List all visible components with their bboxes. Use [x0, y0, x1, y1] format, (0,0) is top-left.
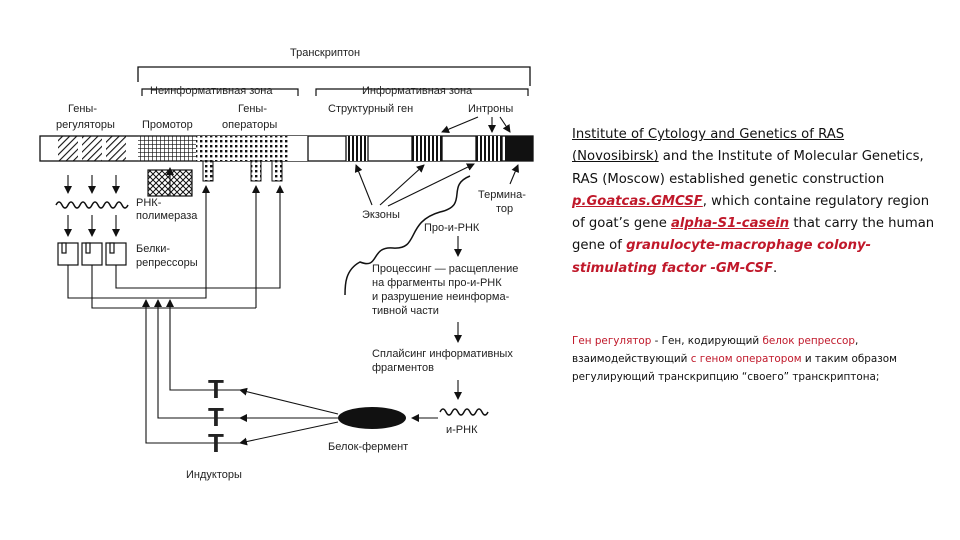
definition-repressor: белок репрессор	[762, 335, 856, 347]
regulator-gene-1	[58, 136, 78, 161]
promoter-block	[138, 136, 196, 161]
regulator-arrows	[64, 175, 120, 194]
gene-name: alpha-S1-casein	[671, 216, 790, 232]
splicing-line-1: Сплайсинг информативных	[372, 348, 513, 360]
institute-link-2[interactable]: (Novosibirsk)	[572, 149, 659, 165]
label-operator-genes-1: Гены-	[238, 103, 267, 115]
label-exons: Экзоны	[362, 209, 400, 221]
definition-text-3: и таким образом регулирующий транскрипци…	[572, 353, 897, 383]
label-introns: Интроны	[468, 103, 513, 115]
label-regulator-genes-2: регуляторы	[56, 119, 115, 131]
inducer-glyph-1: T	[208, 374, 224, 404]
label-rna-polymerase-1: РНК-	[136, 197, 162, 209]
label-noninfo-zone: Неинформативная зона	[150, 85, 273, 97]
splicing-line-2: фрагментов	[372, 362, 434, 374]
english-description: Institute of Cytology and Genetics of RA…	[572, 124, 942, 280]
label-protein-enzyme: Белок-фермент	[328, 441, 408, 453]
label-structural-gene: Структурный ген	[328, 103, 413, 115]
noninfo-brace	[141, 88, 299, 96]
terminator-block	[505, 136, 533, 161]
gene-regulation-diagram: Транскриптон Неинформативная зона Информ…	[39, 47, 534, 481]
label-terminator-1: Термина-	[478, 189, 526, 201]
enzyme-to-inducer-arrows	[239, 387, 339, 446]
definition-text-2: , взаимодействующий	[572, 335, 859, 365]
exon-3	[476, 136, 502, 161]
processing-line-3: и разрушение неинформа-	[372, 291, 510, 303]
protein-enzyme-ellipse	[338, 407, 406, 429]
desc-text-2: , which containe regulatory region of go…	[572, 193, 930, 232]
exon-2	[412, 136, 442, 161]
repressor-proteins	[57, 242, 127, 266]
label-pro-mrna: Про-и-РНК	[424, 222, 480, 234]
russian-definition: Ген регулятор - Ген, кодирующий белок ре…	[572, 332, 942, 386]
desc-text-end: .	[773, 260, 778, 276]
regulator-gene-2	[82, 136, 102, 161]
label-promoter: Промотор	[142, 119, 193, 131]
label-repressors-2: репрессоры	[136, 257, 198, 269]
repressor-feedback-lines	[67, 185, 284, 309]
inducer-glyph-3: T	[208, 428, 224, 458]
regulator-arrows-2	[64, 215, 120, 237]
institute-link-1[interactable]: Institute of Cytology and Genetics of RA…	[572, 127, 845, 142]
terminator-arrow	[509, 164, 519, 185]
spacer-block	[288, 136, 308, 161]
label-regulator-genes-1: Гены-	[68, 103, 97, 115]
info-brace	[315, 88, 529, 96]
intron-arrows	[441, 116, 511, 133]
processing-line-2: на фрагменты про-и-РНК	[372, 277, 502, 289]
operator-pegs	[202, 160, 283, 182]
inducer-glyph-2: T	[208, 402, 224, 432]
desc-text-3: that carry the human gene of	[572, 216, 935, 254]
desc-text-1: and the Institute of Molecular Genetics,…	[572, 149, 924, 187]
exon-arrows	[354, 163, 475, 207]
exon-1	[346, 136, 368, 161]
definition-text-1: - Ген, кодирующий	[651, 335, 763, 347]
operator-block	[196, 136, 288, 161]
processing-line-4: тивной части	[372, 305, 439, 317]
inducer-feedback-lines	[142, 299, 240, 444]
label-terminator-2: тор	[496, 203, 513, 215]
construct-name: p.Goatcas.GMCSF	[572, 193, 703, 209]
mrna-wave	[439, 408, 489, 416]
label-mrna: и-РНК	[446, 424, 478, 436]
factor-name: granulocyte-macrophage colony-stimulatin…	[572, 238, 872, 276]
label-transcripton: Транскриптон	[290, 47, 360, 59]
label-operator-genes-2: операторы	[222, 119, 277, 131]
regulator-mrna-waves	[55, 201, 129, 209]
label-info-zone: Информативная зона	[362, 85, 473, 97]
label-inducers: Индукторы	[186, 469, 242, 481]
label-repressors-1: Белки-	[136, 243, 170, 255]
dna-strand	[39, 135, 534, 162]
definition-operator: с геном оператором	[690, 353, 802, 365]
label-rna-polymerase-2: полимераза	[136, 210, 198, 222]
processing-line-1: Процессинг — расщепление	[372, 263, 518, 275]
transcripton-brace	[137, 66, 531, 86]
regulator-gene-3	[106, 136, 126, 161]
definition-term: Ген регулятор	[572, 335, 652, 347]
pro-mrna-wave	[344, 175, 471, 296]
